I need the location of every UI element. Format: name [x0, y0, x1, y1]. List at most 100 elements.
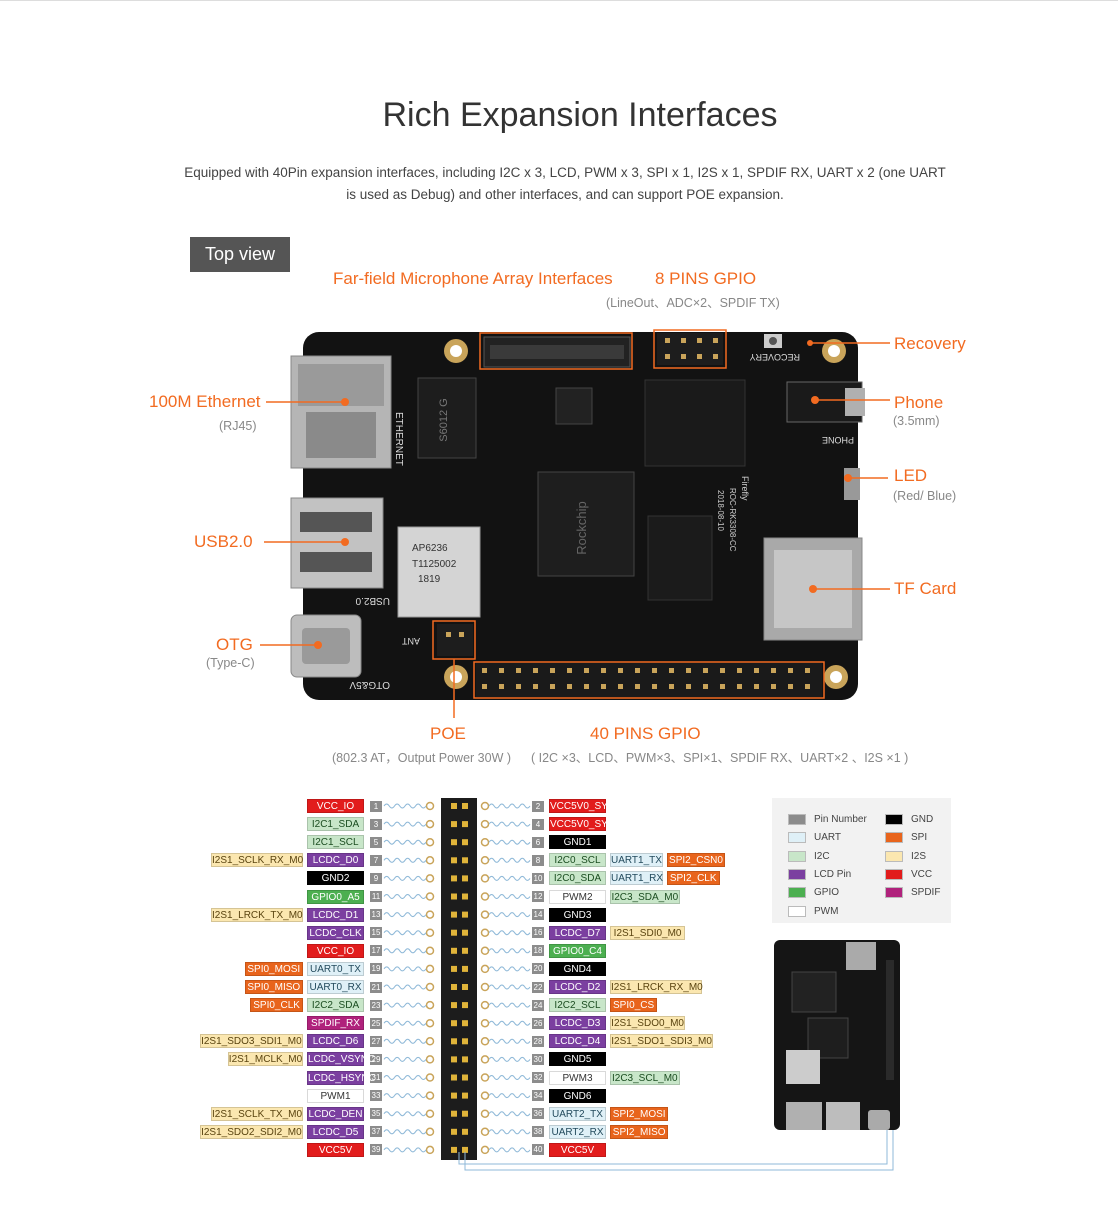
legend-label: SPI — [911, 832, 928, 844]
callout-phone-sub: (3.5mm) — [893, 414, 940, 428]
pin-number: 16 — [532, 927, 544, 939]
pin-number: 8 — [532, 854, 544, 866]
board-header-pin — [805, 668, 810, 673]
legend-swatch — [788, 905, 806, 917]
wire-terminal — [480, 1109, 490, 1118]
board-header-pin — [533, 684, 538, 689]
header-pin — [462, 839, 468, 846]
legend-item: VCC — [885, 868, 932, 880]
callout-usb: USB2.0 — [194, 532, 253, 551]
legend-item: LCD Pin — [788, 868, 851, 880]
pin-alt-function-label: I2S1_SDO2_SDI2_M0 — [199, 1124, 303, 1139]
wire — [383, 1056, 427, 1062]
header-pin — [451, 1056, 457, 1063]
pin-number: 31 — [370, 1072, 382, 1083]
pin-number: 17 — [370, 945, 382, 957]
board-header-pin — [788, 684, 793, 689]
wire-terminal — [480, 801, 490, 811]
silk-otg: OTG&5V — [349, 679, 390, 690]
wire — [488, 857, 531, 863]
wire — [383, 930, 427, 936]
pin-number: 40 — [532, 1144, 544, 1156]
pin-function-label: PWM1 — [307, 1088, 364, 1103]
pin-header-strip — [441, 798, 477, 1160]
pin-function-label: I2C2_SDA — [307, 998, 364, 1013]
pin-number: 34 — [532, 1090, 544, 1102]
header-pin — [451, 857, 457, 864]
pin-function-label: I2C1_SDA — [307, 817, 364, 832]
board-header-pin — [618, 668, 623, 673]
silk-ethernet: ETHERNET — [393, 412, 404, 466]
board-header-pin — [601, 684, 606, 689]
wire-terminal — [480, 1091, 490, 1100]
header-pin — [462, 803, 468, 809]
wire — [488, 1129, 531, 1135]
header-pin — [451, 911, 457, 918]
wire — [488, 948, 531, 954]
wire — [383, 948, 427, 954]
page-title: Rich Expansion Interfaces — [382, 96, 778, 134]
header-pin — [451, 839, 457, 846]
callout-led-sub: (Red/ Blue) — [893, 489, 957, 503]
header-pin — [451, 1074, 457, 1081]
wifi-label-1: AP6236 — [412, 543, 448, 554]
wire — [488, 1020, 531, 1026]
top-view-tab[interactable]: Top view — [190, 237, 290, 272]
wire-terminal — [425, 910, 435, 919]
callout-ethernet: 100M Ethernet — [149, 392, 261, 411]
pin-number: 3 — [370, 818, 382, 830]
header-pin — [462, 911, 468, 918]
pin-number: 38 — [532, 1126, 544, 1138]
board-thumbnail — [774, 940, 900, 1130]
pin-function-label: I2C1_SCL — [307, 835, 364, 850]
wifi-label-3: 1819 — [418, 574, 441, 585]
wire — [488, 803, 531, 809]
pin-function-label: GND3 — [549, 907, 606, 922]
header-pin — [462, 875, 468, 882]
callout-gpio8: 8 PINS GPIO — [655, 269, 757, 288]
wire-terminal — [425, 892, 435, 901]
legend-swatch — [885, 887, 903, 899]
legend-swatch — [885, 850, 903, 862]
board-header-pin — [720, 668, 725, 673]
pin-number: 32 — [532, 1072, 544, 1083]
pin-function-label: GND5 — [549, 1052, 606, 1067]
wire-terminal — [480, 964, 490, 974]
wire-terminal — [425, 964, 435, 974]
chip-ram — [644, 379, 746, 467]
header-pin — [451, 984, 457, 990]
gpio8-box — [653, 329, 727, 369]
header-pin — [462, 1056, 468, 1063]
wire — [488, 1093, 531, 1099]
header-pin — [462, 821, 468, 828]
legend-swatch — [788, 887, 806, 899]
wire — [383, 875, 427, 881]
board-header-pin — [635, 668, 640, 673]
wire-terminal — [425, 1073, 435, 1082]
pin-function-label: PWM2 — [549, 889, 606, 904]
legend-item: I2S — [885, 850, 927, 862]
legend-swatch — [788, 868, 806, 880]
wire-terminal — [425, 928, 435, 937]
pin-function-label: LCDC_D3 — [549, 1016, 606, 1031]
wire-terminal — [480, 1018, 490, 1028]
header-pin — [462, 1128, 468, 1135]
pin-number: 19 — [370, 963, 382, 975]
wifi-module — [397, 526, 481, 618]
legend-label: I2S — [911, 850, 927, 862]
legend-label: GPIO — [814, 887, 840, 899]
header-pin — [462, 1038, 468, 1045]
wire-terminal — [425, 1091, 435, 1100]
silk-recovery: RECOVERY — [750, 352, 800, 362]
pin-function-label: LCDC_D4 — [549, 1034, 606, 1049]
pin-function-label: GND6 — [549, 1088, 606, 1103]
board-header-pin — [584, 684, 589, 689]
silk-phone: PHONE — [822, 435, 854, 445]
wire — [488, 912, 531, 918]
pin-number: 24 — [532, 999, 544, 1011]
header-pin — [462, 1002, 468, 1009]
wire-terminal — [480, 946, 490, 956]
pin-function-label: VCC5V0_SYS — [549, 799, 615, 813]
pin-number: 4 — [532, 818, 544, 830]
board-header-pin — [550, 684, 555, 689]
